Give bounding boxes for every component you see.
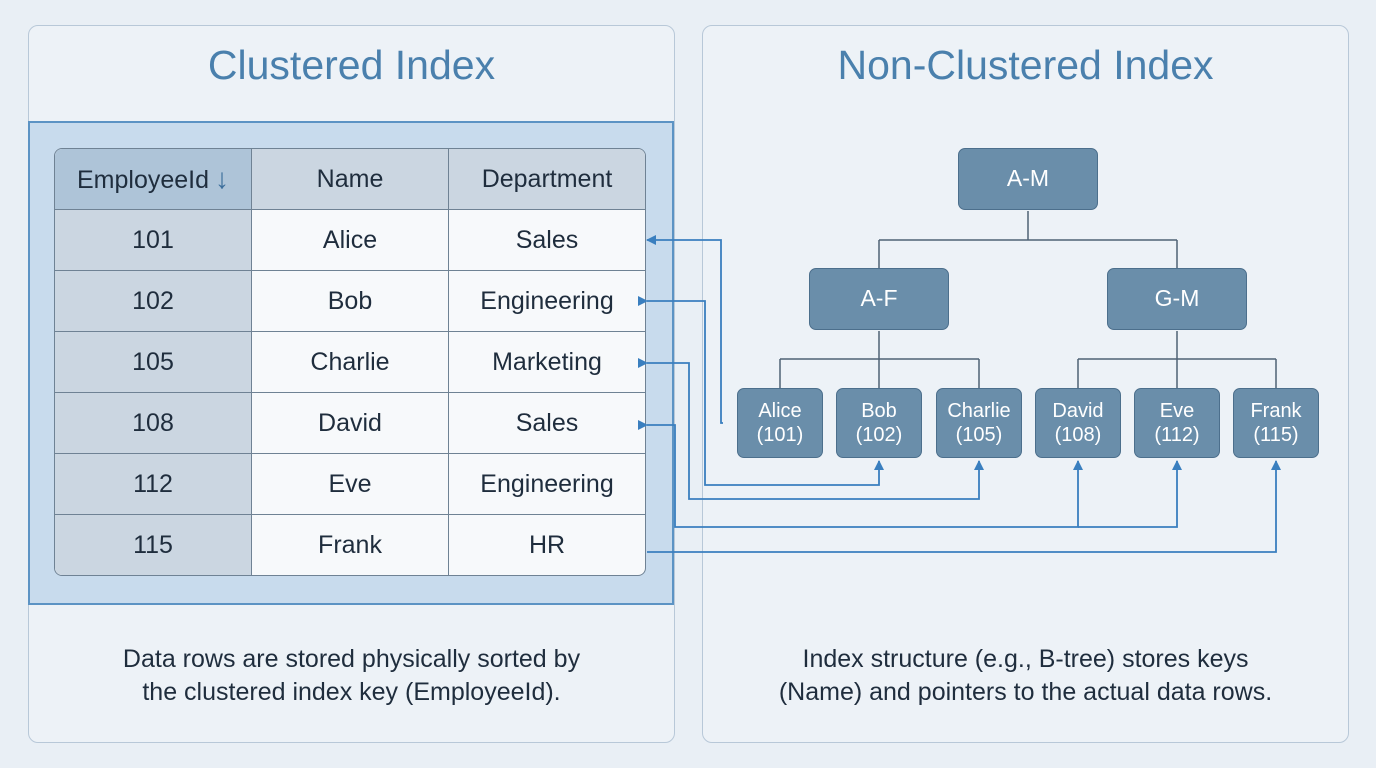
column-header-name: Name (252, 149, 449, 210)
leaf-key: Alice (758, 400, 802, 422)
cell-department: Sales (449, 393, 645, 454)
tree-edge-af (779, 331, 980, 388)
pointer-line-david (638, 420, 1083, 528)
caption-line: (Name) and pointers to the actual data r… (778, 678, 1273, 706)
btree-leaf-node: Bob (102) (836, 388, 922, 458)
pointer-lines (638, 235, 1281, 553)
caption-line: the clustered index key (EmployeeId). (142, 678, 561, 706)
cell-employeeid: 112 (55, 454, 252, 515)
leaf-key: Charlie (947, 400, 1011, 422)
non-clustered-index-title: Non-Clustered Index (837, 42, 1214, 88)
cell-name: Frank (252, 515, 449, 575)
cell-employeeid: 102 (55, 271, 252, 332)
cell-name: Alice (252, 210, 449, 271)
clustered-index-caption: Data rows are stored physically sorted b… (28, 643, 675, 709)
cell-name: Bob (252, 271, 449, 332)
cell-department: HR (528, 530, 566, 559)
caption-line: Data rows are stored physically sorted b… (122, 645, 581, 673)
non-clustered-index-caption: Index structure (e.g., B-tree) stores ke… (702, 643, 1349, 709)
pointer-line-alice (646, 235, 723, 424)
table-row: 105 Charlie Marketing (55, 332, 645, 393)
pointer-line-frank (647, 460, 1281, 553)
btree-branch-node: A-F (809, 268, 949, 330)
pointer-line-charlie (638, 358, 984, 500)
column-header-employeeid: EmployeeId↓ (55, 149, 252, 210)
btree-leaf-node: Charlie (105) (936, 388, 1022, 458)
leaf-key: Bob (861, 400, 897, 422)
table-row: 108 David Sales (55, 393, 645, 454)
sort-descending-icon: ↓ (215, 163, 230, 194)
table-row: 102 Bob Engineering (55, 271, 645, 332)
cell-department: Engineering (449, 454, 645, 515)
column-header-department: Department (449, 149, 645, 210)
pointer-line-bob (638, 296, 884, 486)
table-row: 115 Frank HR (55, 515, 645, 575)
caption-line: Index structure (e.g., B-tree) stores ke… (802, 645, 1249, 673)
btree-leaf-node: David (108) (1035, 388, 1121, 458)
table-header-row: EmployeeId↓ Name Department (55, 149, 645, 210)
btree-root-node: A-M (958, 148, 1098, 210)
cell-department: Marketing (449, 332, 645, 393)
employee-table: EmployeeId↓ Name Department 101 Alice Sa… (54, 148, 646, 576)
clustered-index-title: Clustered Index (207, 42, 496, 88)
cell-name: David (252, 393, 449, 454)
leaf-pointer: (115) (1253, 424, 1299, 446)
leaf-key: Frank (1250, 400, 1302, 422)
cell-department: Sales (449, 210, 645, 271)
cell-name: Eve (252, 454, 449, 515)
leaf-pointer: (101) (756, 424, 804, 446)
cell-name: Charlie (252, 332, 449, 393)
column-header-employeeid-label: EmployeeId (76, 166, 210, 194)
leaf-pointer: (105) (955, 424, 1003, 446)
btree-leaf-node: Frank (115) (1233, 388, 1319, 458)
leaf-key: Eve (1159, 400, 1195, 422)
cell-employeeid: 115 (55, 515, 252, 575)
leaf-pointer: (112) (1154, 424, 1200, 446)
tree-edge-gm (1077, 331, 1277, 388)
btree-leaf-node: Eve (112) (1134, 388, 1220, 458)
tree-edge-root (878, 211, 1178, 268)
table-row: 112 Eve Engineering (55, 454, 645, 515)
pointer-line-eve (1078, 460, 1182, 528)
cell-employeeid: 101 (55, 210, 252, 271)
table-row: 101 Alice Sales (55, 210, 645, 271)
leaf-pointer: (108) (1054, 424, 1102, 446)
btree-branch-node: G-M (1107, 268, 1247, 330)
cell-department: Engineering (449, 271, 645, 332)
leaf-pointer: (102) (855, 424, 903, 446)
cell-employeeid: 105 (55, 332, 252, 393)
cell-employeeid: 108 (55, 393, 252, 454)
leaf-key: David (1052, 400, 1104, 422)
btree-leaf-node: Alice (101) (737, 388, 823, 458)
